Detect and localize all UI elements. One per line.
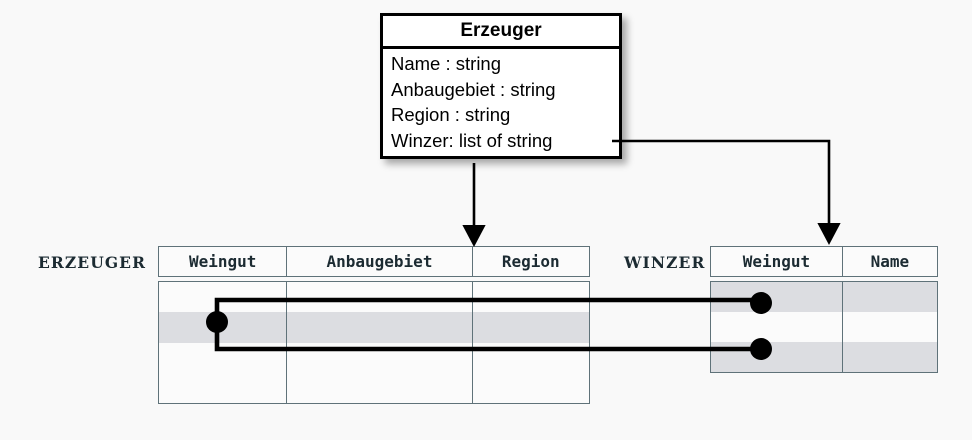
table-row[interactable] bbox=[159, 282, 589, 313]
erzeuger-column-anbaugebiet[interactable]: Anbaugebiet bbox=[287, 247, 473, 276]
table-cell[interactable] bbox=[159, 342, 288, 373]
uml-class-box[interactable]: Erzeuger Name : string Anbaugebiet : str… bbox=[380, 13, 622, 159]
table-cell[interactable] bbox=[159, 372, 288, 403]
uml-attribute-name: Name : string bbox=[391, 53, 502, 74]
erzeuger-table-header: Weingut Anbaugebiet Region bbox=[158, 246, 590, 277]
uml-attribute-region: Region : string bbox=[391, 104, 511, 125]
uml-attribute-list: Name : string Anbaugebiet : string Regio… bbox=[383, 49, 619, 156]
winzer-column-weingut[interactable]: Weingut bbox=[711, 247, 843, 276]
table-cell[interactable] bbox=[843, 342, 937, 372]
table-cell[interactable] bbox=[473, 282, 589, 312]
table-cell[interactable] bbox=[159, 282, 288, 313]
table-row[interactable] bbox=[159, 342, 589, 373]
table-row[interactable] bbox=[711, 282, 937, 312]
relation-label-winzer: WINZER bbox=[624, 253, 706, 272]
table-cell[interactable] bbox=[843, 312, 937, 342]
table-cell[interactable] bbox=[473, 373, 589, 403]
table-cell[interactable] bbox=[287, 342, 473, 373]
table-cell[interactable] bbox=[287, 372, 473, 403]
erzeuger-table-body bbox=[158, 281, 590, 404]
winzer-table-header: Weingut Name bbox=[710, 246, 938, 277]
winzer-column-name[interactable]: Name bbox=[870, 252, 910, 271]
table-cell[interactable] bbox=[711, 342, 843, 372]
table-cell[interactable] bbox=[473, 343, 589, 373]
uml-class-name: Erzeuger bbox=[383, 16, 619, 49]
winzer-table-body bbox=[710, 281, 938, 373]
table-cell[interactable] bbox=[473, 312, 589, 342]
erzeuger-column-weingut[interactable]: Weingut bbox=[159, 247, 288, 276]
table-row[interactable] bbox=[159, 372, 589, 403]
table-cell[interactable] bbox=[843, 282, 937, 312]
table-row[interactable] bbox=[711, 312, 937, 342]
table-cell[interactable] bbox=[711, 282, 843, 312]
table-cell[interactable] bbox=[287, 312, 473, 343]
uml-attribute-anbaugebiet: Anbaugebiet : string bbox=[391, 78, 556, 100]
table-row[interactable] bbox=[159, 312, 589, 343]
table-cell[interactable] bbox=[711, 312, 843, 342]
table-row[interactable] bbox=[711, 342, 937, 372]
connector-class-to-winzer bbox=[612, 139, 841, 245]
uml-attribute-winzer: Winzer: list of string bbox=[391, 129, 553, 151]
table-cell[interactable] bbox=[287, 282, 473, 313]
table-cell[interactable] bbox=[159, 312, 288, 343]
relation-label-erzeuger: ERZEUGER bbox=[38, 253, 147, 272]
erzeuger-column-region[interactable]: Region bbox=[501, 252, 560, 271]
